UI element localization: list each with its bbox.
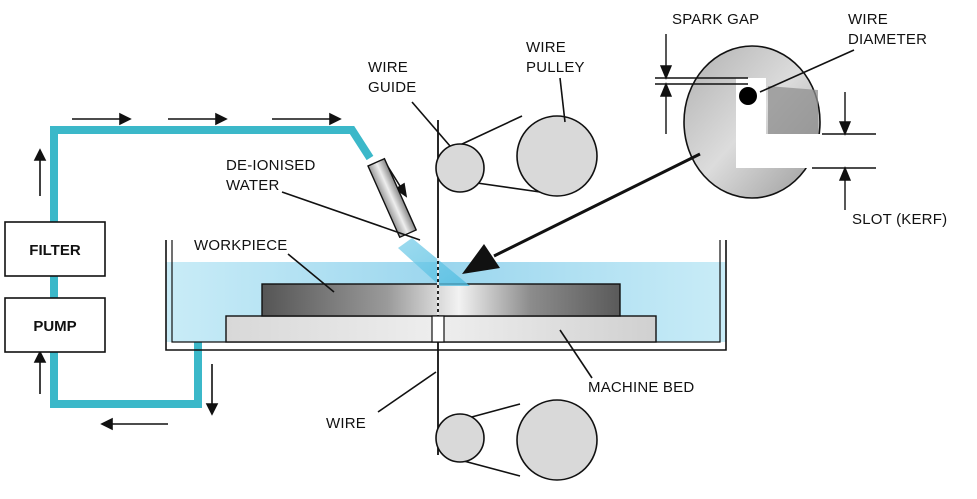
wire-guide-label-2: GUIDE [368, 79, 417, 96]
deionised-label-1: DE-IONISED [226, 157, 316, 174]
wire-guide-lower [435, 413, 485, 463]
filter-label: FILTER [29, 242, 81, 259]
water-pipe [50, 126, 374, 408]
wire-pulley-label-2: PULLEY [526, 59, 585, 76]
nozzle [367, 157, 418, 239]
slot-dimension [812, 92, 876, 210]
detail-arrow [462, 152, 701, 274]
wire-guide-label-1: WIRE [368, 59, 408, 76]
wire-pulley-upper [516, 115, 598, 197]
leader-lines [281, 49, 855, 413]
filter-box [4, 221, 106, 277]
tank-outline [165, 240, 727, 351]
spark-gap-label: SPARK GAP [672, 11, 759, 28]
pump-label: PUMP [33, 318, 76, 335]
pump-box [4, 297, 106, 353]
flow-arrows [33, 112, 408, 431]
detail-disc [683, 45, 822, 199]
spark-gap-dimension [655, 34, 748, 134]
wire-pulley-label-1: WIRE [526, 39, 566, 56]
workpiece-label: WORKPIECE [194, 237, 287, 254]
wire-label: WIRE [326, 415, 366, 432]
wire-guide-upper [435, 143, 485, 193]
wire-cross-section [739, 87, 757, 105]
wire-pulley-lower [516, 399, 598, 481]
machine-bed-label: MACHINE BED [588, 379, 694, 396]
workpiece [261, 283, 621, 317]
wire-diameter-label-2: DIAMETER [848, 31, 927, 48]
deionised-label-2: WATER [226, 177, 280, 194]
slot-kerf-label: SLOT (KERF) [852, 211, 947, 228]
water-spray [398, 238, 470, 286]
wire-diameter-label-1: WIRE [848, 11, 888, 28]
